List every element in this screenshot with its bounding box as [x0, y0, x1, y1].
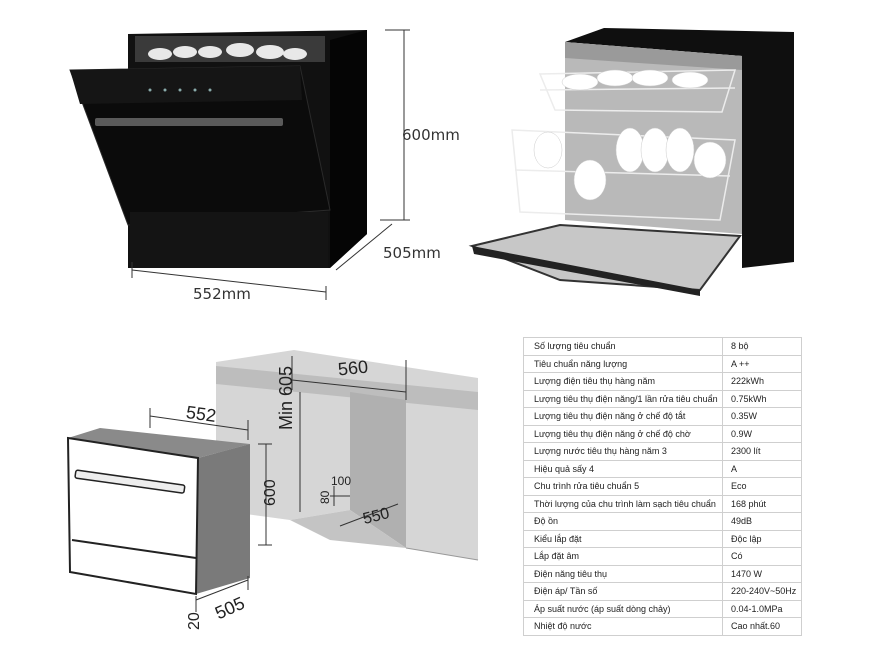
spec-label: Áp suất nước (áp suất dòng chảy)	[523, 599, 723, 618]
spec-value: 0.9W	[722, 424, 802, 443]
spec-row: Lượng tiêu thụ điện năng/1 lần rửa tiêu …	[523, 389, 802, 408]
spec-value: 222kWh	[722, 372, 802, 391]
spec-value: 2300 lít	[722, 442, 802, 461]
depth-dimension-label: 505mm	[383, 244, 441, 262]
spec-label: Thời lượng của chu trình làm sạch tiêu c…	[523, 494, 723, 513]
spec-label: Tiêu chuẩn năng lượng	[523, 354, 723, 373]
spec-row: Áp suất nước (áp suất dòng chảy)0.04-1.0…	[523, 599, 802, 618]
spec-value: Cao nhất.60	[722, 617, 802, 636]
unit-width-label: 552	[184, 402, 218, 426]
dimension-lines	[131, 29, 410, 300]
spec-value: Eco	[722, 477, 802, 496]
toe-depth-label: 80	[318, 490, 332, 504]
installation-diagram	[66, 350, 479, 612]
spec-label: Lượng nước tiêu thụ hàng năm 3	[523, 442, 723, 461]
spec-value: 0.35W	[722, 407, 802, 426]
width-dimension-label: 552mm	[193, 285, 251, 303]
spec-label: Kiểu lắp đặt	[523, 529, 723, 548]
dishwasher-front-image	[69, 30, 367, 268]
spec-label: Độ ồn	[523, 512, 723, 531]
spec-label: Lượng điện tiêu thụ hàng năm	[523, 372, 723, 391]
spec-value: Độc lập	[722, 529, 802, 548]
spec-label: Chu trình rửa tiêu chuẩn 5	[523, 477, 723, 496]
unit-height-label: 600	[262, 479, 279, 506]
spec-value: A	[722, 459, 802, 478]
spec-value: 0.75kWh	[722, 389, 802, 408]
spec-value: 220-240V~50Hz	[722, 582, 802, 601]
spec-value: Có	[722, 547, 802, 566]
height-dimension-label: 600mm	[402, 126, 460, 144]
door-gap-label: 20	[186, 612, 203, 630]
spec-label: Nhiệt độ nước	[523, 617, 723, 636]
spec-value: 0.04-1.0MPa	[722, 599, 802, 618]
spec-label: Lượng tiêu thụ điện năng ở chế độ tắt	[523, 407, 723, 426]
cabinet-height-label: Min 605	[276, 365, 296, 430]
spec-label: Điện năng tiêu thụ	[523, 564, 723, 583]
spec-value: A ++	[722, 354, 802, 373]
spec-value: 8 bộ	[722, 337, 802, 356]
spec-value: 168 phút	[722, 494, 802, 513]
dishwasher-open-image	[468, 28, 794, 296]
spec-label: Số lượng tiêu chuẩn	[523, 337, 723, 356]
spec-row: Thời lượng của chu trình làm sạch tiêu c…	[523, 494, 802, 513]
spec-label: Lượng tiêu thụ điện năng ở chế độ chờ	[523, 424, 723, 443]
toe-height-label: 100	[331, 474, 352, 488]
spec-value: 1470 W	[722, 564, 802, 583]
spec-label: Lắp đặt âm	[523, 547, 723, 566]
spec-label: Điện áp/ Tần số	[523, 582, 723, 601]
spec-label: Hiệu quả sấy 4	[523, 459, 723, 478]
spec-label: Lượng tiêu thụ điện năng/1 lần rửa tiêu …	[523, 389, 723, 408]
cabinet-width-label: 560	[336, 356, 369, 380]
spec-value: 49dB	[722, 512, 802, 531]
